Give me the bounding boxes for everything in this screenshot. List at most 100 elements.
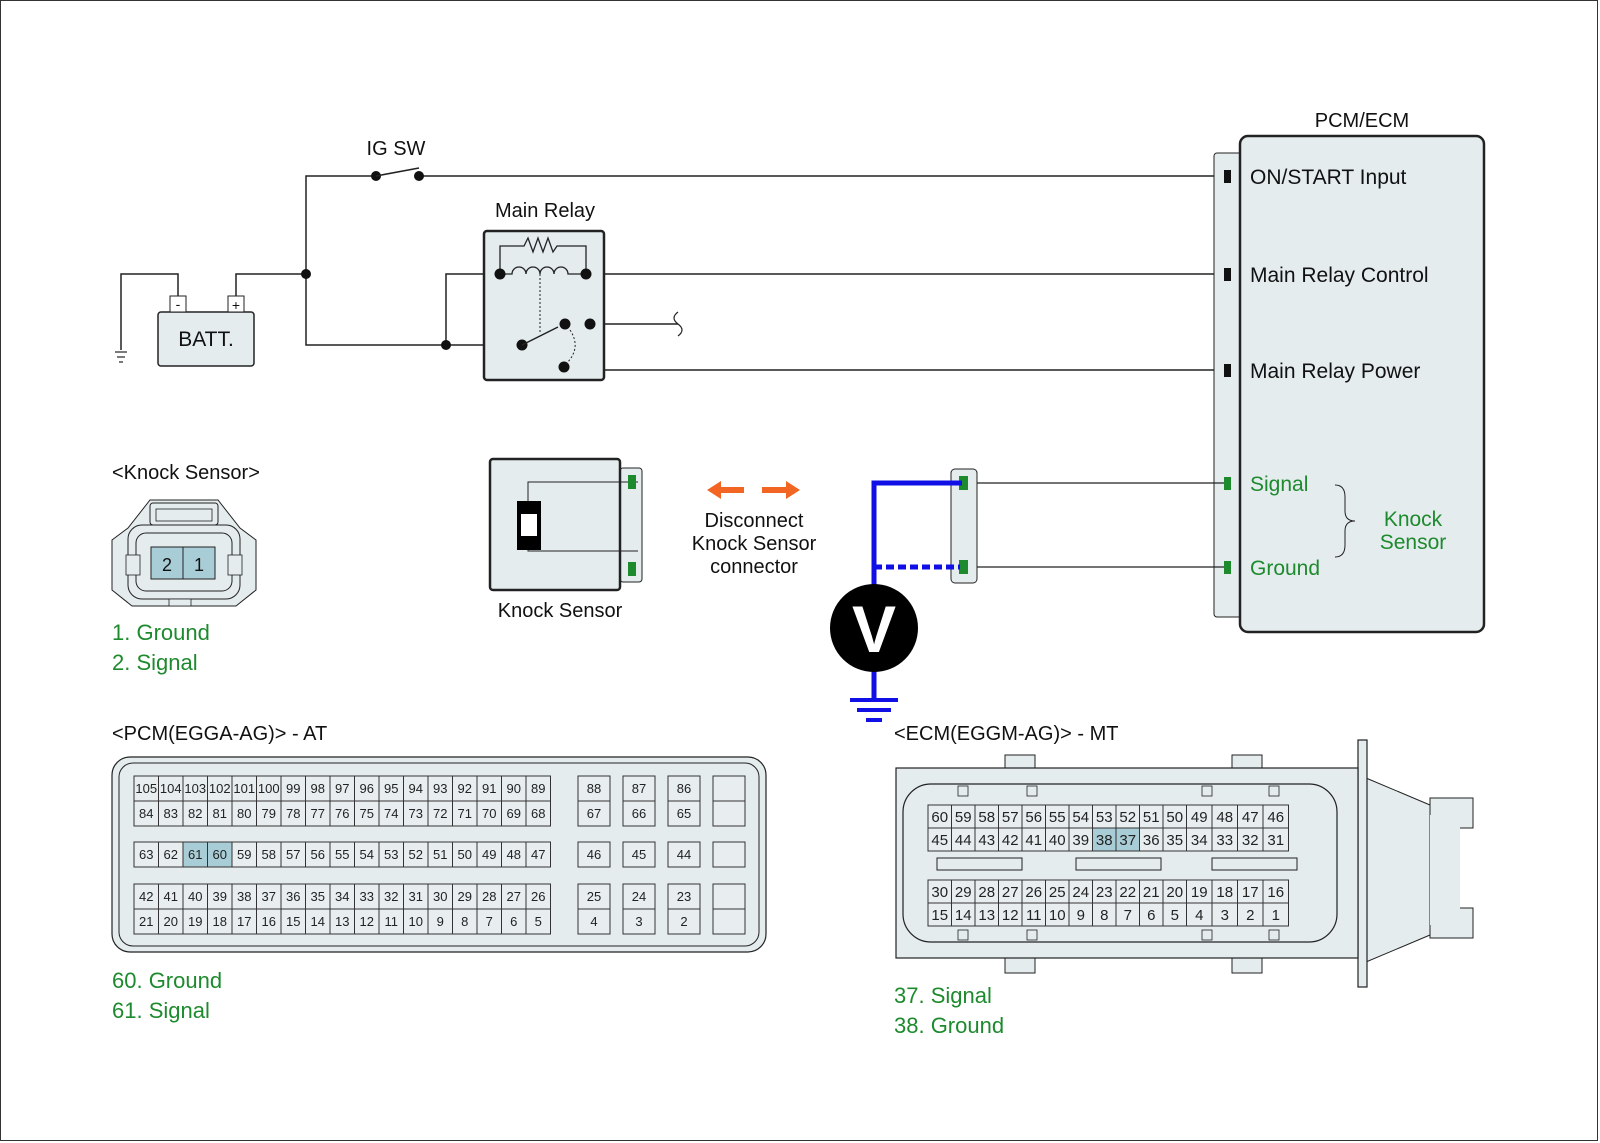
connector-pin: 27: [998, 879, 1023, 904]
connector-pin: 43: [974, 827, 999, 852]
pin-number: 72: [433, 806, 447, 821]
connector-pin: 19: [182, 908, 208, 935]
pin-number: 74: [384, 806, 398, 821]
connector-pin: 25: [577, 883, 611, 910]
pin-number: 3: [635, 914, 642, 929]
pin-number: 7: [1124, 907, 1132, 924]
pin-number: 62: [164, 847, 178, 862]
connector-pin: 49: [1186, 804, 1213, 829]
pin-number: 15: [286, 914, 300, 929]
connector-pin: 58: [974, 804, 999, 829]
battery: - + BATT.: [157, 295, 255, 367]
connector-pin: [712, 800, 746, 827]
pin-number: 53: [384, 847, 398, 862]
pin-number: 89: [531, 781, 545, 796]
connector-pin: 53: [378, 841, 404, 868]
pin-number: 58: [262, 847, 276, 862]
pin-number: 82: [188, 806, 202, 821]
connector-pin: 34: [1186, 827, 1213, 852]
ecm-legend-1: 37. Signal: [894, 983, 992, 1008]
voltmeter-symbol: V: [852, 592, 896, 666]
connector-pin: 23: [667, 883, 701, 910]
connector-pin: 39: [1068, 827, 1093, 852]
pin-number: 11: [1026, 907, 1042, 924]
connector-pin: 66: [622, 800, 656, 827]
pin-number: 49: [482, 847, 496, 862]
connector-pin: 30: [427, 883, 453, 910]
connector-pin: 28: [476, 883, 502, 910]
pin-number: 84: [139, 806, 153, 821]
connector-pin: 90: [501, 775, 527, 802]
pin-number: 6: [1147, 907, 1155, 924]
connector-pin: 27: [501, 883, 527, 910]
connector-pin: 41: [158, 883, 184, 910]
pin-number: 52: [409, 847, 423, 862]
connector-pin: 14: [305, 908, 331, 935]
pin-number: 48: [1216, 809, 1233, 826]
connector-pin: 15: [280, 908, 306, 935]
pin-number: 45: [931, 832, 948, 849]
pin-number: 22: [1119, 884, 1136, 901]
pin-number: 92: [458, 781, 472, 796]
pin-number: 99: [286, 781, 300, 796]
connector-pin: 38: [231, 883, 257, 910]
connector-pin: 57: [280, 841, 306, 868]
connector-pin: 77: [305, 800, 331, 827]
connector-pin: 25: [1045, 879, 1070, 904]
pin-number: 88: [587, 781, 601, 796]
pcm-legend-1: 60. Ground: [112, 968, 222, 993]
connector-pin: 8: [1092, 902, 1117, 927]
connector-pin: 2: [667, 908, 701, 935]
connector-pin: 58: [256, 841, 282, 868]
pin-number: 31: [1267, 832, 1284, 849]
connector-pin: 79: [256, 800, 282, 827]
pin-number: 24: [632, 889, 646, 904]
pin-number: 77: [311, 806, 325, 821]
connector-pin: 50: [1162, 804, 1187, 829]
pin-number: 81: [213, 806, 227, 821]
terminal-on-start-input: ON/START Input: [1250, 166, 1407, 189]
pin-number: 30: [433, 889, 447, 904]
pin-number: 71: [458, 806, 472, 821]
pin-number: 31: [409, 889, 423, 904]
pin-number: 47: [531, 847, 545, 862]
ig-sw-label: IG SW: [367, 138, 426, 160]
connector-pin: 21: [133, 908, 159, 935]
connector-pin: 17: [1237, 879, 1264, 904]
ecm-legend-2: 38. Ground: [894, 1013, 1004, 1038]
knock-sensor-group-label-2: Sensor: [1380, 531, 1447, 554]
pin-number: 6: [510, 914, 517, 929]
connector-pin: 18: [1211, 879, 1238, 904]
pin-number: 86: [677, 781, 691, 796]
connector-pin: 10: [403, 908, 429, 935]
connector-pin: 6: [501, 908, 527, 935]
pcm-legend-2: 61. Signal: [112, 998, 210, 1023]
pin-number: 95: [384, 781, 398, 796]
connector-pin: 78: [280, 800, 306, 827]
pin-number: 68: [531, 806, 545, 821]
connector-pin: 28: [974, 879, 999, 904]
pin-number: 27: [1002, 884, 1019, 901]
connector-pin: 52: [1115, 804, 1140, 829]
pin-number: 16: [262, 914, 276, 929]
connector-pin: [712, 883, 746, 910]
pin-number: 55: [1049, 809, 1066, 826]
pin-number: 44: [677, 847, 691, 862]
pin-number: 12: [360, 914, 374, 929]
pin-number: 69: [507, 806, 521, 821]
connector-pin: 56: [305, 841, 331, 868]
ground-symbol-battery: [115, 351, 127, 363]
knock-pin-2: 2: [162, 555, 172, 575]
pin-number: 32: [1242, 832, 1259, 849]
voltmeter-icon: V: [830, 584, 918, 672]
connector-pin: 63: [133, 841, 159, 868]
connector-pin: 101: [231, 775, 257, 802]
pin-number: 97: [335, 781, 349, 796]
pin-number: 39: [1072, 832, 1089, 849]
connector-pin: 103: [182, 775, 208, 802]
pin-number: 33: [1216, 832, 1233, 849]
pin-number: 96: [360, 781, 374, 796]
pin-number: 60: [213, 847, 227, 862]
pin-number: 9: [437, 914, 444, 929]
pin-number: 18: [213, 914, 227, 929]
